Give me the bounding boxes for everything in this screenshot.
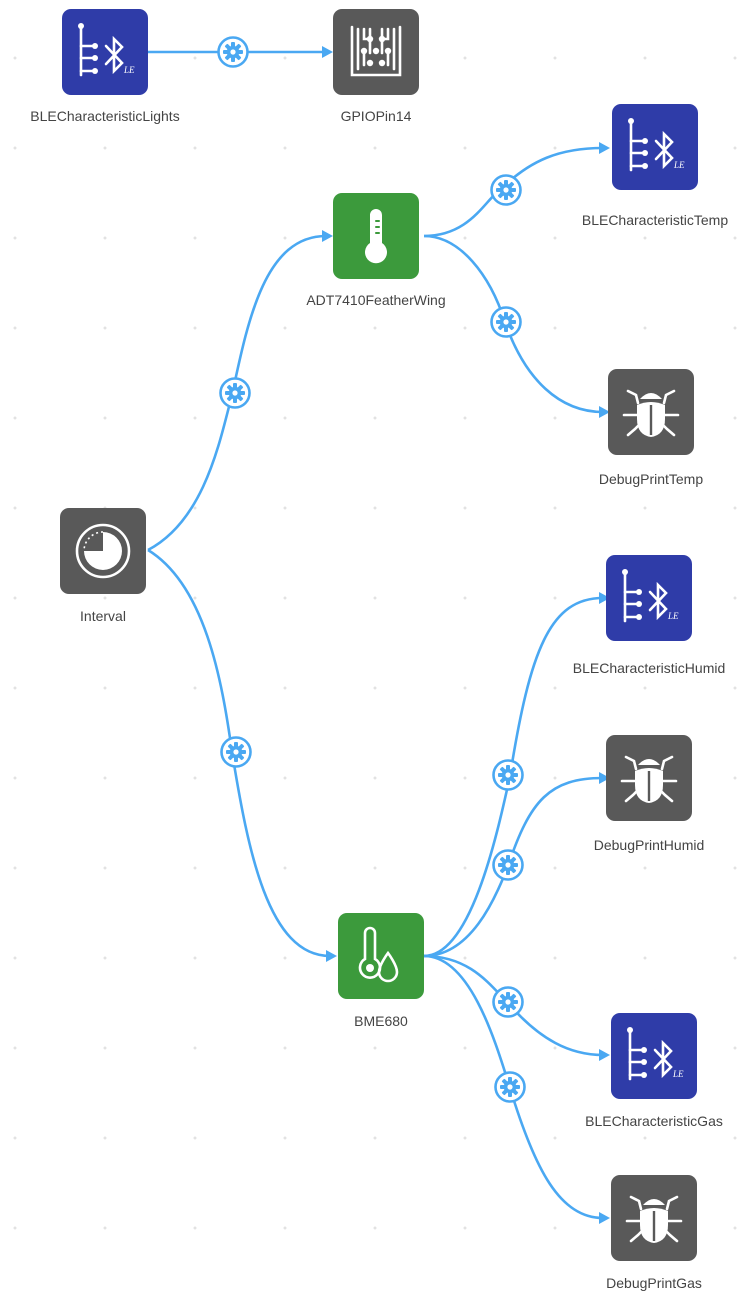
timer-icon [75, 523, 131, 579]
wire-arrowheads [322, 46, 610, 1224]
node-bme680[interactable] [338, 913, 424, 999]
gear-icon[interactable] [492, 759, 524, 791]
node-adt7410-featherwing[interactable] [333, 193, 419, 279]
node-label: BME680 [354, 1013, 408, 1029]
bug-icon [622, 389, 680, 437]
node-label: GPIOPin14 [340, 108, 412, 124]
node-ble-characteristic-temp[interactable]: LE [612, 104, 698, 190]
svg-text:LE: LE [123, 65, 135, 75]
ble-characteristic-icon: LE [627, 1027, 684, 1081]
node-label: BLECharacteristicGas [585, 1113, 723, 1129]
node-label: BLECharacteristicHumid [572, 660, 726, 676]
bug-icon [620, 755, 678, 803]
node-ble-characteristic-gas[interactable]: LE [611, 1013, 697, 1099]
thermometer-drop-icon [358, 926, 399, 983]
gear-icon[interactable] [492, 986, 524, 1018]
node-ble-characteristic-lights[interactable]: LE [62, 9, 148, 95]
node-debug-print-gas[interactable] [611, 1175, 697, 1261]
svg-text:LE: LE [672, 1069, 684, 1079]
svg-text:LE: LE [673, 160, 685, 170]
gear-icon[interactable] [490, 306, 522, 338]
gear-icon[interactable] [217, 36, 249, 68]
gpio-pins-icon [350, 25, 402, 77]
gear-icon[interactable] [494, 1071, 526, 1103]
gear-icon[interactable] [220, 736, 252, 768]
node-debug-print-temp[interactable] [608, 369, 694, 455]
node-label: DebugPrintGas [606, 1275, 702, 1291]
node-label: ADT7410FeatherWing [306, 292, 446, 308]
gear-icon[interactable] [490, 174, 522, 206]
thermometer-icon [365, 209, 387, 264]
node-label: BLECharacteristicTemp [581, 212, 729, 228]
bug-icon [625, 1195, 683, 1243]
node-interval[interactable] [60, 508, 146, 594]
node-label: DebugPrintTemp [598, 471, 704, 487]
gear-icon[interactable] [219, 377, 251, 409]
gear-icon[interactable] [492, 849, 524, 881]
node-label: Interval [80, 608, 126, 624]
node-label: DebugPrintHumid [593, 837, 705, 853]
svg-text:LE: LE [667, 611, 679, 621]
node-debug-print-humid[interactable] [606, 735, 692, 821]
node-ble-characteristic-humid[interactable]: LE [606, 555, 692, 641]
node-gpio-pin[interactable] [333, 9, 419, 95]
ble-characteristic-icon: LE [622, 569, 679, 623]
ble-characteristic-icon: LE [628, 118, 685, 172]
ble-characteristic-icon: LE [78, 23, 135, 77]
node-label: BLECharacteristicLights [30, 108, 180, 124]
